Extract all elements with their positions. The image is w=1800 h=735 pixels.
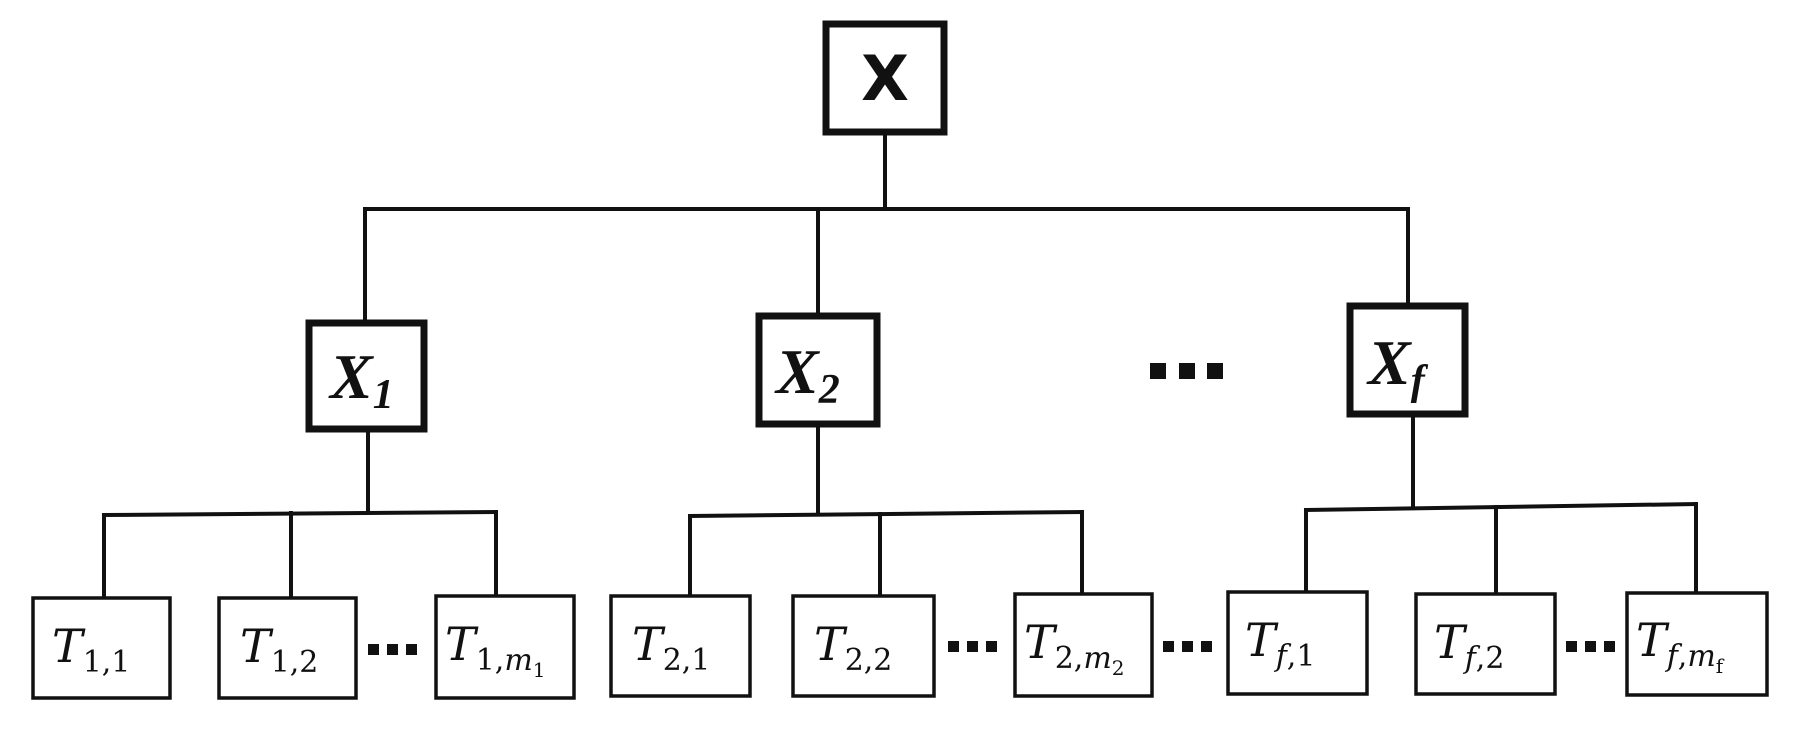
leaf-tfm: Tf,mf: [1625, 591, 1769, 697]
leaf-label: T1,2: [240, 619, 318, 680]
leaf-sub-sub: 2: [1112, 656, 1125, 680]
factor-node-f: Xf: [1346, 302, 1469, 418]
leaf-base: T: [1245, 613, 1279, 667]
ellipsis-dot: [1566, 641, 1577, 652]
ellipsis-dot: [1207, 363, 1223, 379]
ellipsis-dot: [1179, 363, 1195, 379]
leaf-sub: ,2: [1476, 641, 1505, 676]
leaf-sub: ,1: [1287, 639, 1316, 674]
factor-sub-1: 1: [373, 372, 394, 418]
factor-sub-f: f: [1411, 358, 1429, 404]
factor-box-1: [305, 319, 428, 433]
root-box: [822, 20, 948, 136]
factor-box-2: [755, 312, 881, 428]
leaf-base: T: [240, 619, 274, 673]
leaf-sub-prefix: ,: [1678, 639, 1688, 674]
leaf-box: [434, 594, 576, 700]
ellipsis-dot: [406, 644, 417, 655]
leaf-tf2: Tf,2: [1414, 592, 1557, 696]
ellipsis-dot: [1604, 641, 1615, 652]
factor-node-1: X1: [305, 319, 428, 433]
tree-edges: [101, 130, 1699, 600]
ellipsis-leaves-1: [368, 644, 417, 655]
leaf-box: [1226, 590, 1369, 696]
leaf-box: [217, 596, 358, 700]
leaf-sub: 1,1: [83, 645, 131, 680]
leaf-sub-var: m: [504, 643, 532, 678]
leaf-label: T1,m1: [445, 617, 546, 682]
factor-base-1: X: [328, 341, 374, 412]
ellipsis-dot: [1585, 641, 1596, 652]
leaf-label: T1,1: [52, 619, 130, 680]
ellipsis-dot: [387, 644, 398, 655]
ellipsis-leaves-f: [1566, 641, 1615, 652]
leaf-t2m: T2,m2: [1013, 592, 1154, 698]
leaf-sub-var: m: [1687, 639, 1715, 674]
leaf-tf1: Tf,1: [1226, 590, 1369, 696]
factor-base-2: X: [774, 336, 820, 407]
edge-xf-bar: [1303, 501, 1699, 513]
leaf-box: [1013, 592, 1154, 698]
ellipsis-dot: [1182, 641, 1193, 652]
leaf-sub-var: m: [1083, 641, 1111, 676]
edge-x2-bar: [687, 509, 1085, 519]
leaf-t22: T2,2: [791, 594, 936, 698]
leaf-base: T: [1434, 615, 1468, 669]
leaf-box: [1414, 592, 1557, 696]
factor-label-1: X1: [328, 341, 394, 418]
leaf-base: T: [1024, 615, 1058, 669]
leaf-base: T: [814, 617, 848, 671]
factor-node-2: X2: [755, 312, 881, 428]
ellipsis-dot: [967, 641, 978, 652]
leaf-label: Tf,1: [1245, 613, 1315, 674]
leaf-base: T: [52, 619, 86, 673]
root-node: X: [822, 20, 948, 136]
ellipsis-dot: [1150, 363, 1166, 379]
root-label: X: [861, 42, 909, 115]
leaf-label: Tf,mf: [1636, 613, 1725, 678]
leaf-t21: T2,1: [609, 594, 752, 698]
factor-label-2: X2: [774, 336, 840, 413]
leaf-t12: T1,2: [217, 596, 358, 700]
leaf-label: T2,m2: [1024, 615, 1125, 680]
leaf-sub: 1,2: [271, 645, 319, 680]
leaf-sub: 2,2: [845, 643, 893, 678]
leaf-base: T: [1636, 613, 1670, 667]
ellipsis-leaves-2: [948, 641, 997, 652]
factor-base-f: X: [1366, 327, 1412, 398]
leaf-sub: 2,1: [663, 643, 711, 678]
leaf-sub-sub: 1: [533, 658, 546, 682]
ellipsis-dot: [1201, 641, 1212, 652]
factor-label-f: Xf: [1366, 327, 1429, 404]
leaf-sub-prefix: 1,: [476, 643, 505, 678]
ellipsis-dot: [368, 644, 379, 655]
ellipsis-between-groups: [1163, 641, 1212, 652]
leaf-sub-prefix: 2,: [1055, 641, 1084, 676]
leaf-label: T2,1: [632, 617, 710, 678]
factor-sub-2: 2: [818, 367, 840, 413]
leaf-box: [1625, 591, 1769, 697]
ellipsis-dot: [948, 641, 959, 652]
leaf-sub-sub: f: [1716, 654, 1725, 678]
leaf-box: [609, 594, 752, 698]
leaf-label: T2,2: [814, 617, 892, 678]
ellipsis-dot: [986, 641, 997, 652]
leaf-base: T: [445, 617, 479, 671]
leaf-label: Tf,2: [1434, 615, 1504, 676]
leaf-box: [791, 594, 936, 698]
leaf-base: T: [632, 617, 666, 671]
factor-box-f: [1346, 302, 1469, 418]
leaf-t11: T1,1: [31, 596, 172, 700]
ellipsis-factors: [1150, 363, 1223, 379]
edge-x1-bar: [101, 509, 499, 518]
leaf-t1m: T1,m1: [434, 594, 576, 700]
ellipsis-dot: [1163, 641, 1174, 652]
leaf-box: [31, 596, 172, 700]
